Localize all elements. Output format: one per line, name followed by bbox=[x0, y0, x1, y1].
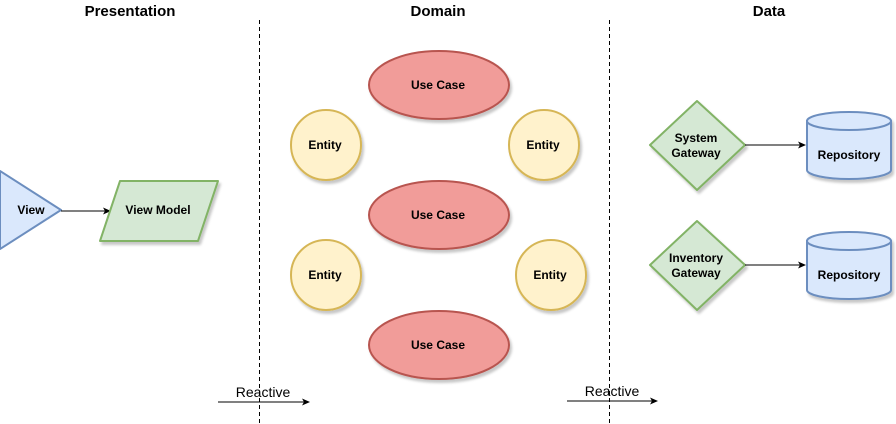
use-case-node-1[interactable]: Use Case bbox=[368, 50, 510, 120]
entity-node-top-right[interactable]: Entity bbox=[508, 109, 580, 181]
view-model-shape bbox=[99, 180, 219, 242]
repository-label: Repository bbox=[818, 148, 881, 162]
repository-cylinder-body bbox=[806, 120, 892, 180]
entity-label: Entity bbox=[526, 138, 560, 152]
gateway-diamond bbox=[649, 220, 746, 311]
gateway-label-line2: Gateway bbox=[671, 266, 721, 280]
system-gateway-node[interactable]: System Gateway bbox=[649, 100, 746, 191]
gateway-label-line1: System bbox=[675, 131, 718, 145]
view-label: View bbox=[17, 203, 45, 217]
repository-cylinder-top bbox=[806, 111, 892, 131]
entity-label: Entity bbox=[308, 138, 342, 152]
use-case-label: Use Case bbox=[411, 208, 465, 222]
entity-node-top-left[interactable]: Entity bbox=[290, 109, 362, 181]
entity-label: Entity bbox=[533, 268, 567, 282]
entity-circle bbox=[515, 239, 587, 311]
repository-label: Repository bbox=[818, 268, 881, 282]
reactive-label-left: Reactive bbox=[236, 384, 291, 400]
entity-node-bottom-left[interactable]: Entity bbox=[290, 239, 362, 311]
use-case-node-3[interactable]: Use Case bbox=[368, 310, 510, 380]
use-case-ellipse bbox=[368, 310, 510, 380]
inventory-gateway-node[interactable]: Inventory Gateway bbox=[649, 220, 746, 311]
repository-cylinder-body bbox=[806, 240, 892, 300]
column-header-presentation: Presentation bbox=[85, 3, 176, 20]
use-case-ellipse bbox=[368, 180, 510, 250]
entity-circle bbox=[508, 109, 580, 181]
repository-node-2[interactable]: Repository bbox=[806, 231, 892, 300]
repository-cylinder-top bbox=[806, 231, 892, 251]
column-header-domain: Domain bbox=[410, 3, 465, 20]
reactive-label-right: Reactive bbox=[585, 383, 640, 399]
use-case-label: Use Case bbox=[411, 78, 465, 92]
entity-label: Entity bbox=[308, 268, 342, 282]
column-header-data: Data bbox=[753, 3, 786, 20]
view-model-node[interactable]: View Model bbox=[99, 180, 219, 242]
view-triangle bbox=[0, 170, 62, 250]
repository-node-1[interactable]: Repository bbox=[806, 111, 892, 180]
use-case-ellipse bbox=[368, 50, 510, 120]
entity-circle bbox=[290, 239, 362, 311]
use-case-node-2[interactable]: Use Case bbox=[368, 180, 510, 250]
gateway-label-line2: Gateway bbox=[671, 146, 721, 160]
use-case-label: Use Case bbox=[411, 338, 465, 352]
view-node[interactable]: View bbox=[0, 170, 62, 250]
entity-circle bbox=[290, 109, 362, 181]
gateway-label-line1: Inventory bbox=[669, 251, 723, 265]
view-model-label: View Model bbox=[125, 203, 190, 217]
gateway-diamond bbox=[649, 100, 746, 191]
entity-node-bottom-right[interactable]: Entity bbox=[515, 239, 587, 311]
